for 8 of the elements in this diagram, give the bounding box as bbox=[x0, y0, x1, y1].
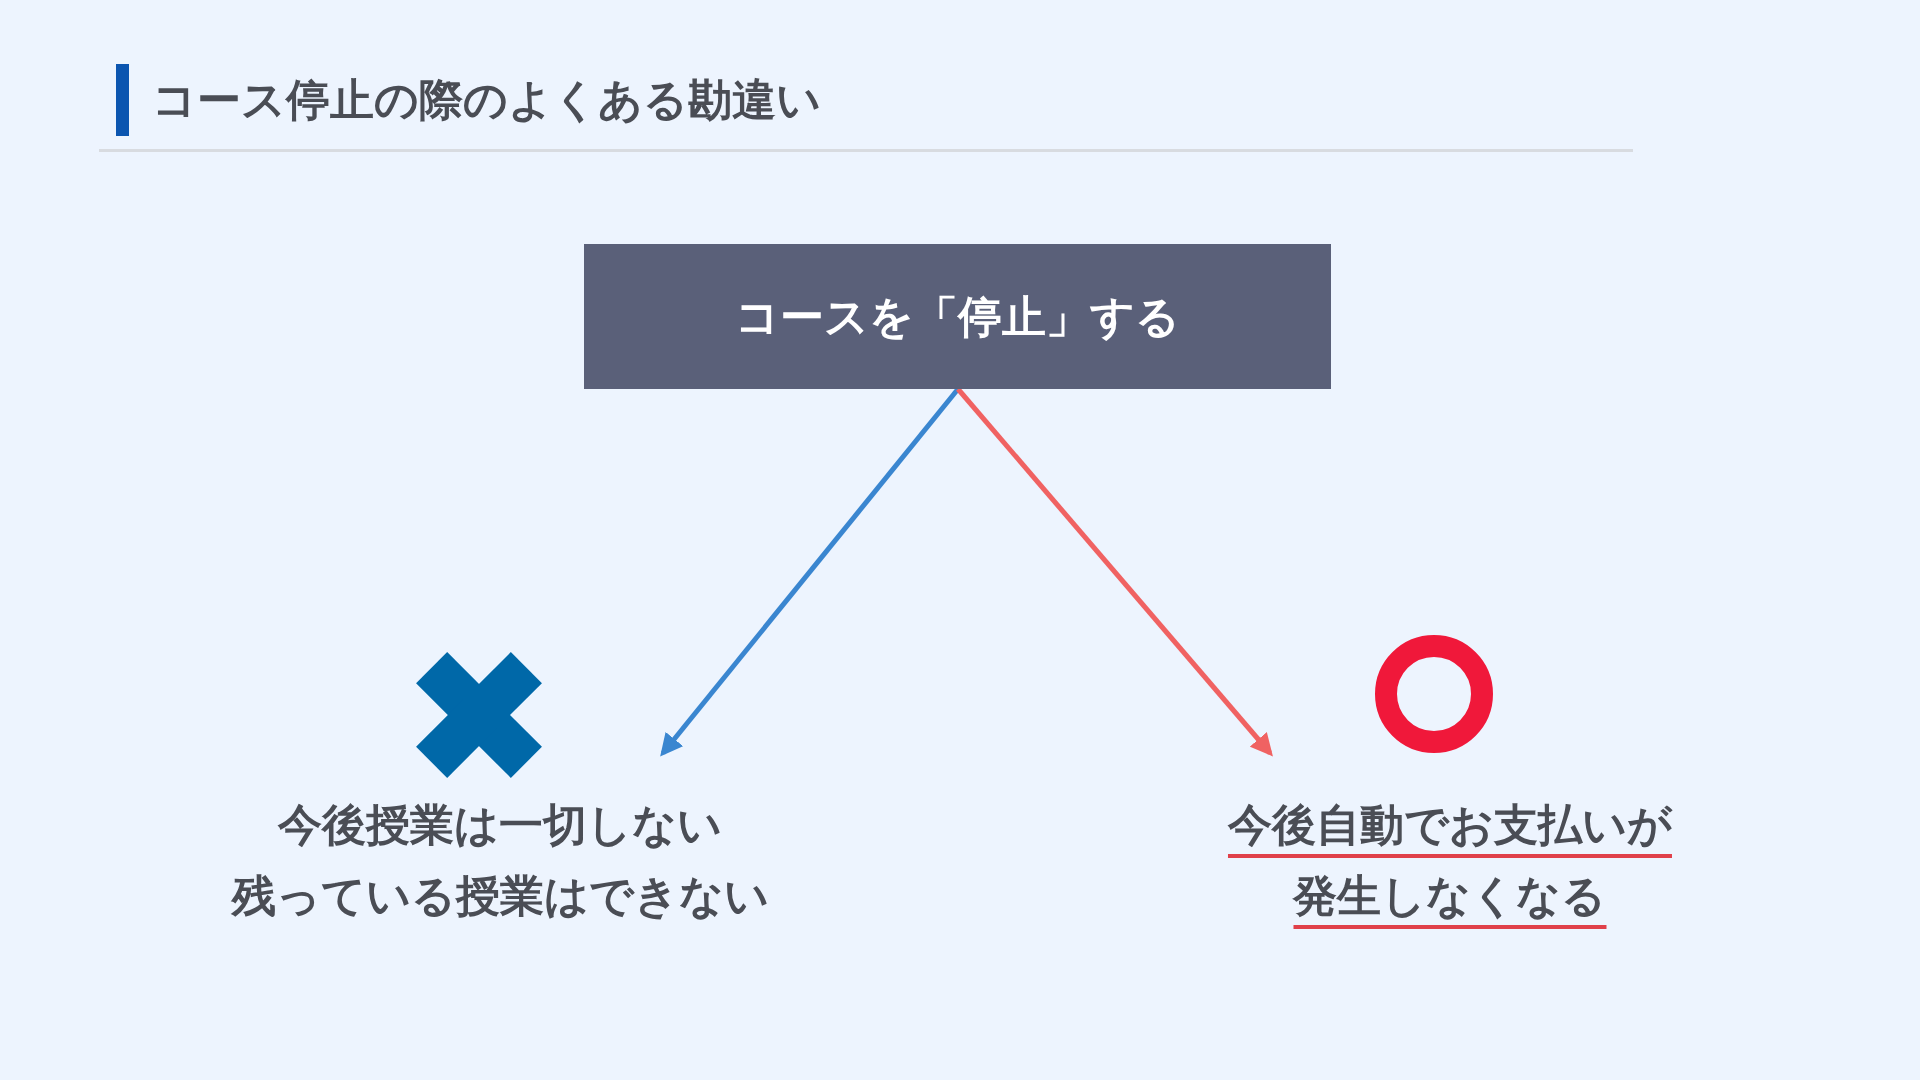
statement-text: 残っている授業はできない bbox=[231, 869, 769, 923]
arrow bbox=[956, 387, 1273, 757]
statement-text: 今後授業は一切しない bbox=[278, 798, 722, 852]
arrow bbox=[660, 387, 960, 757]
process-box bbox=[584, 244, 1331, 389]
box-label: コースを「停止」する bbox=[735, 289, 1180, 344]
statement-text: 今後自動でお支払いが発生しなくなる bbox=[1227, 798, 1673, 923]
title: コース停止の際のよくある勘違い bbox=[152, 73, 821, 127]
